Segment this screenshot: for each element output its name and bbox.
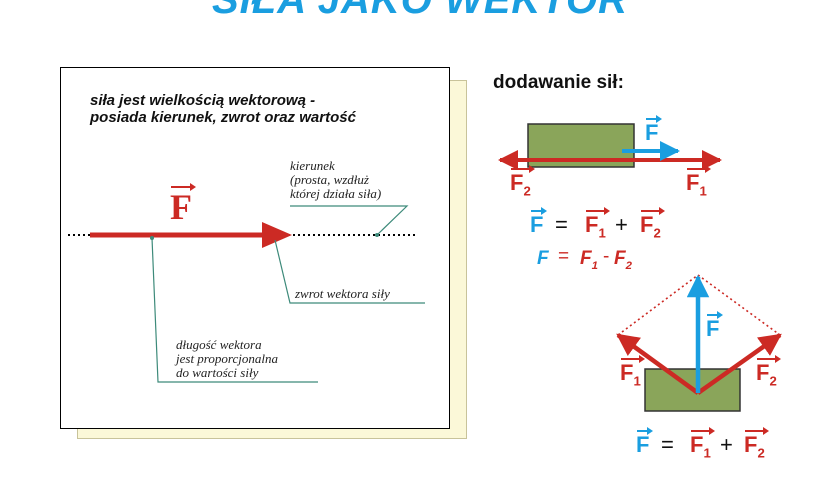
headline-line-2: posiada kierunek, zwrot oraz wartość — [90, 109, 356, 126]
eq1-plus: + — [615, 212, 628, 237]
sense-note: zwrot wektora siły — [295, 286, 390, 301]
headline: siła jest wielkością wektorową - posiada… — [90, 92, 356, 126]
force-f1-angled — [616, 333, 700, 395]
eq1-equals: = — [555, 212, 568, 237]
eq3-f1: F1 — [690, 427, 715, 461]
eq3-plus: + — [720, 432, 733, 457]
vector-label-f: F — [170, 183, 196, 227]
label-f-resultant: F — [706, 311, 725, 341]
eq2-f: F — [537, 248, 549, 269]
leader-sense — [274, 239, 425, 304]
eq1-f2: F2 — [640, 207, 665, 241]
label-f2-angled: F2 — [756, 355, 781, 389]
direction-note: kierunek (prosta, wzdłuż której działa s… — [290, 158, 382, 201]
page-title: SIŁA JAKO WEKTOR — [211, 0, 629, 22]
eq2-minus: - — [603, 246, 610, 267]
label-f-collinear: F — [645, 115, 664, 145]
leader-magnitude — [151, 237, 318, 383]
force-f2-angled — [696, 333, 782, 395]
eq2-f2: F2 — [614, 248, 632, 272]
eq1-f1: F1 — [585, 207, 610, 241]
eq3-f: F — [636, 427, 655, 457]
definition-card — [60, 67, 450, 429]
label-f1-collinear: F1 — [686, 165, 711, 199]
eq3-f2: F2 — [744, 427, 769, 461]
headline-line-1: siła jest wielkością wektorową - — [90, 92, 316, 109]
label-f2-collinear: F2 — [510, 165, 535, 199]
eq1-f: F — [530, 207, 549, 237]
label-f1-angled: F1 — [620, 355, 645, 389]
eq2-equals: = — [558, 246, 570, 267]
magnitude-note: długość wektora jest proporcjonalna do w… — [176, 337, 278, 380]
leader-direction — [290, 205, 409, 236]
main-force-arrowhead — [262, 222, 292, 248]
eq3-equals: = — [661, 432, 674, 457]
addition-heading: dodawanie sił: — [493, 72, 624, 93]
eq2-f1: F1 — [580, 248, 598, 272]
